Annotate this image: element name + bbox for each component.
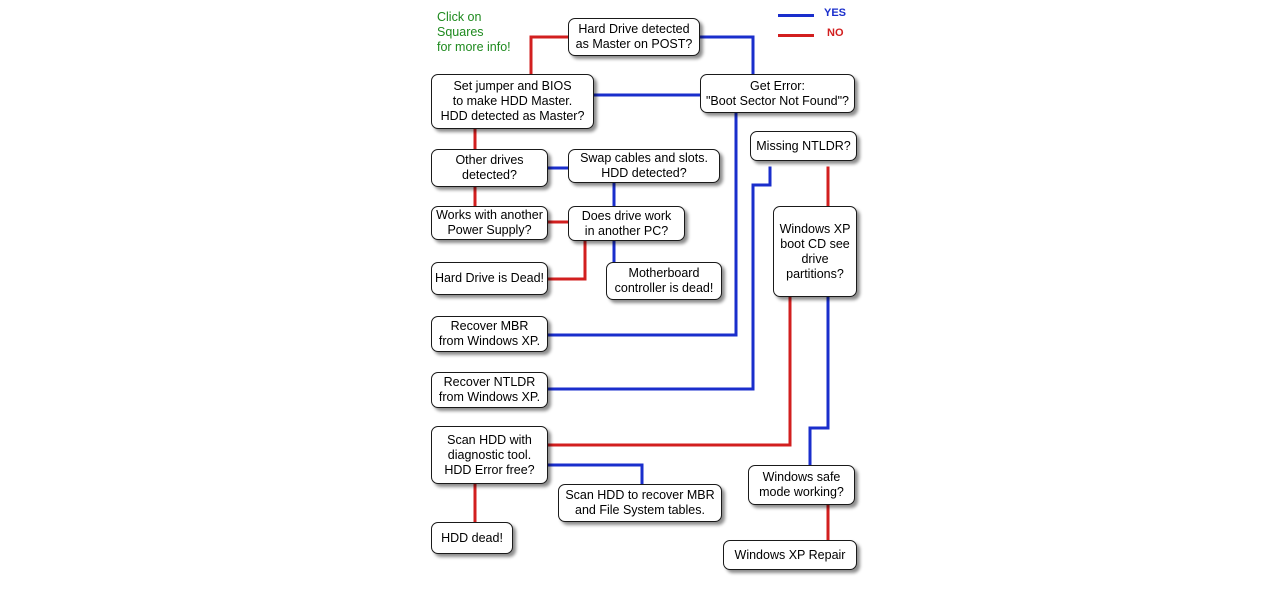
click-hint: Click on Squares for more info! (437, 10, 511, 54)
node-other-drives[interactable]: Other drives detected? (431, 149, 548, 187)
node-recover-mbr[interactable]: Recover MBR from Windows XP. (431, 316, 548, 352)
node-hdd-dead[interactable]: HDD dead! (431, 522, 513, 554)
node-power-supply[interactable]: Works with another Power Supply? (431, 206, 548, 240)
node-set-jumper[interactable]: Set jumper and BIOS to make HDD Master. … (431, 74, 594, 129)
node-scan-recover[interactable]: Scan HDD to recover MBR and File System … (558, 484, 722, 522)
legend-yes-label: YES (824, 7, 847, 19)
node-get-error[interactable]: Get Error: "Boot Sector Not Found"? (700, 74, 855, 113)
node-xp-repair[interactable]: Windows XP Repair (723, 540, 857, 570)
node-motherboard[interactable]: Motherboard controller is dead! (606, 262, 722, 300)
node-xp-boot-cd[interactable]: Windows XP boot CD see drive partitions? (773, 206, 857, 297)
node-safe-mode[interactable]: Windows safe mode working? (748, 465, 855, 505)
legend-no-line (778, 34, 814, 37)
node-master-post[interactable]: Hard Drive detected as Master on POST? (568, 18, 700, 56)
node-recover-ntldr[interactable]: Recover NTLDR from Windows XP. (431, 372, 548, 408)
node-drive-dead[interactable]: Hard Drive is Dead! (431, 262, 548, 295)
node-swap-cables[interactable]: Swap cables and slots. HDD detected? (568, 149, 720, 183)
legend-yes-line (778, 14, 814, 17)
node-scan-hdd[interactable]: Scan HDD with diagnostic tool. HDD Error… (431, 426, 548, 484)
node-missing-ntldr[interactable]: Missing NTLDR? (750, 131, 857, 161)
legend-no-label: NO (827, 27, 844, 39)
node-another-pc[interactable]: Does drive work in another PC? (568, 206, 685, 241)
